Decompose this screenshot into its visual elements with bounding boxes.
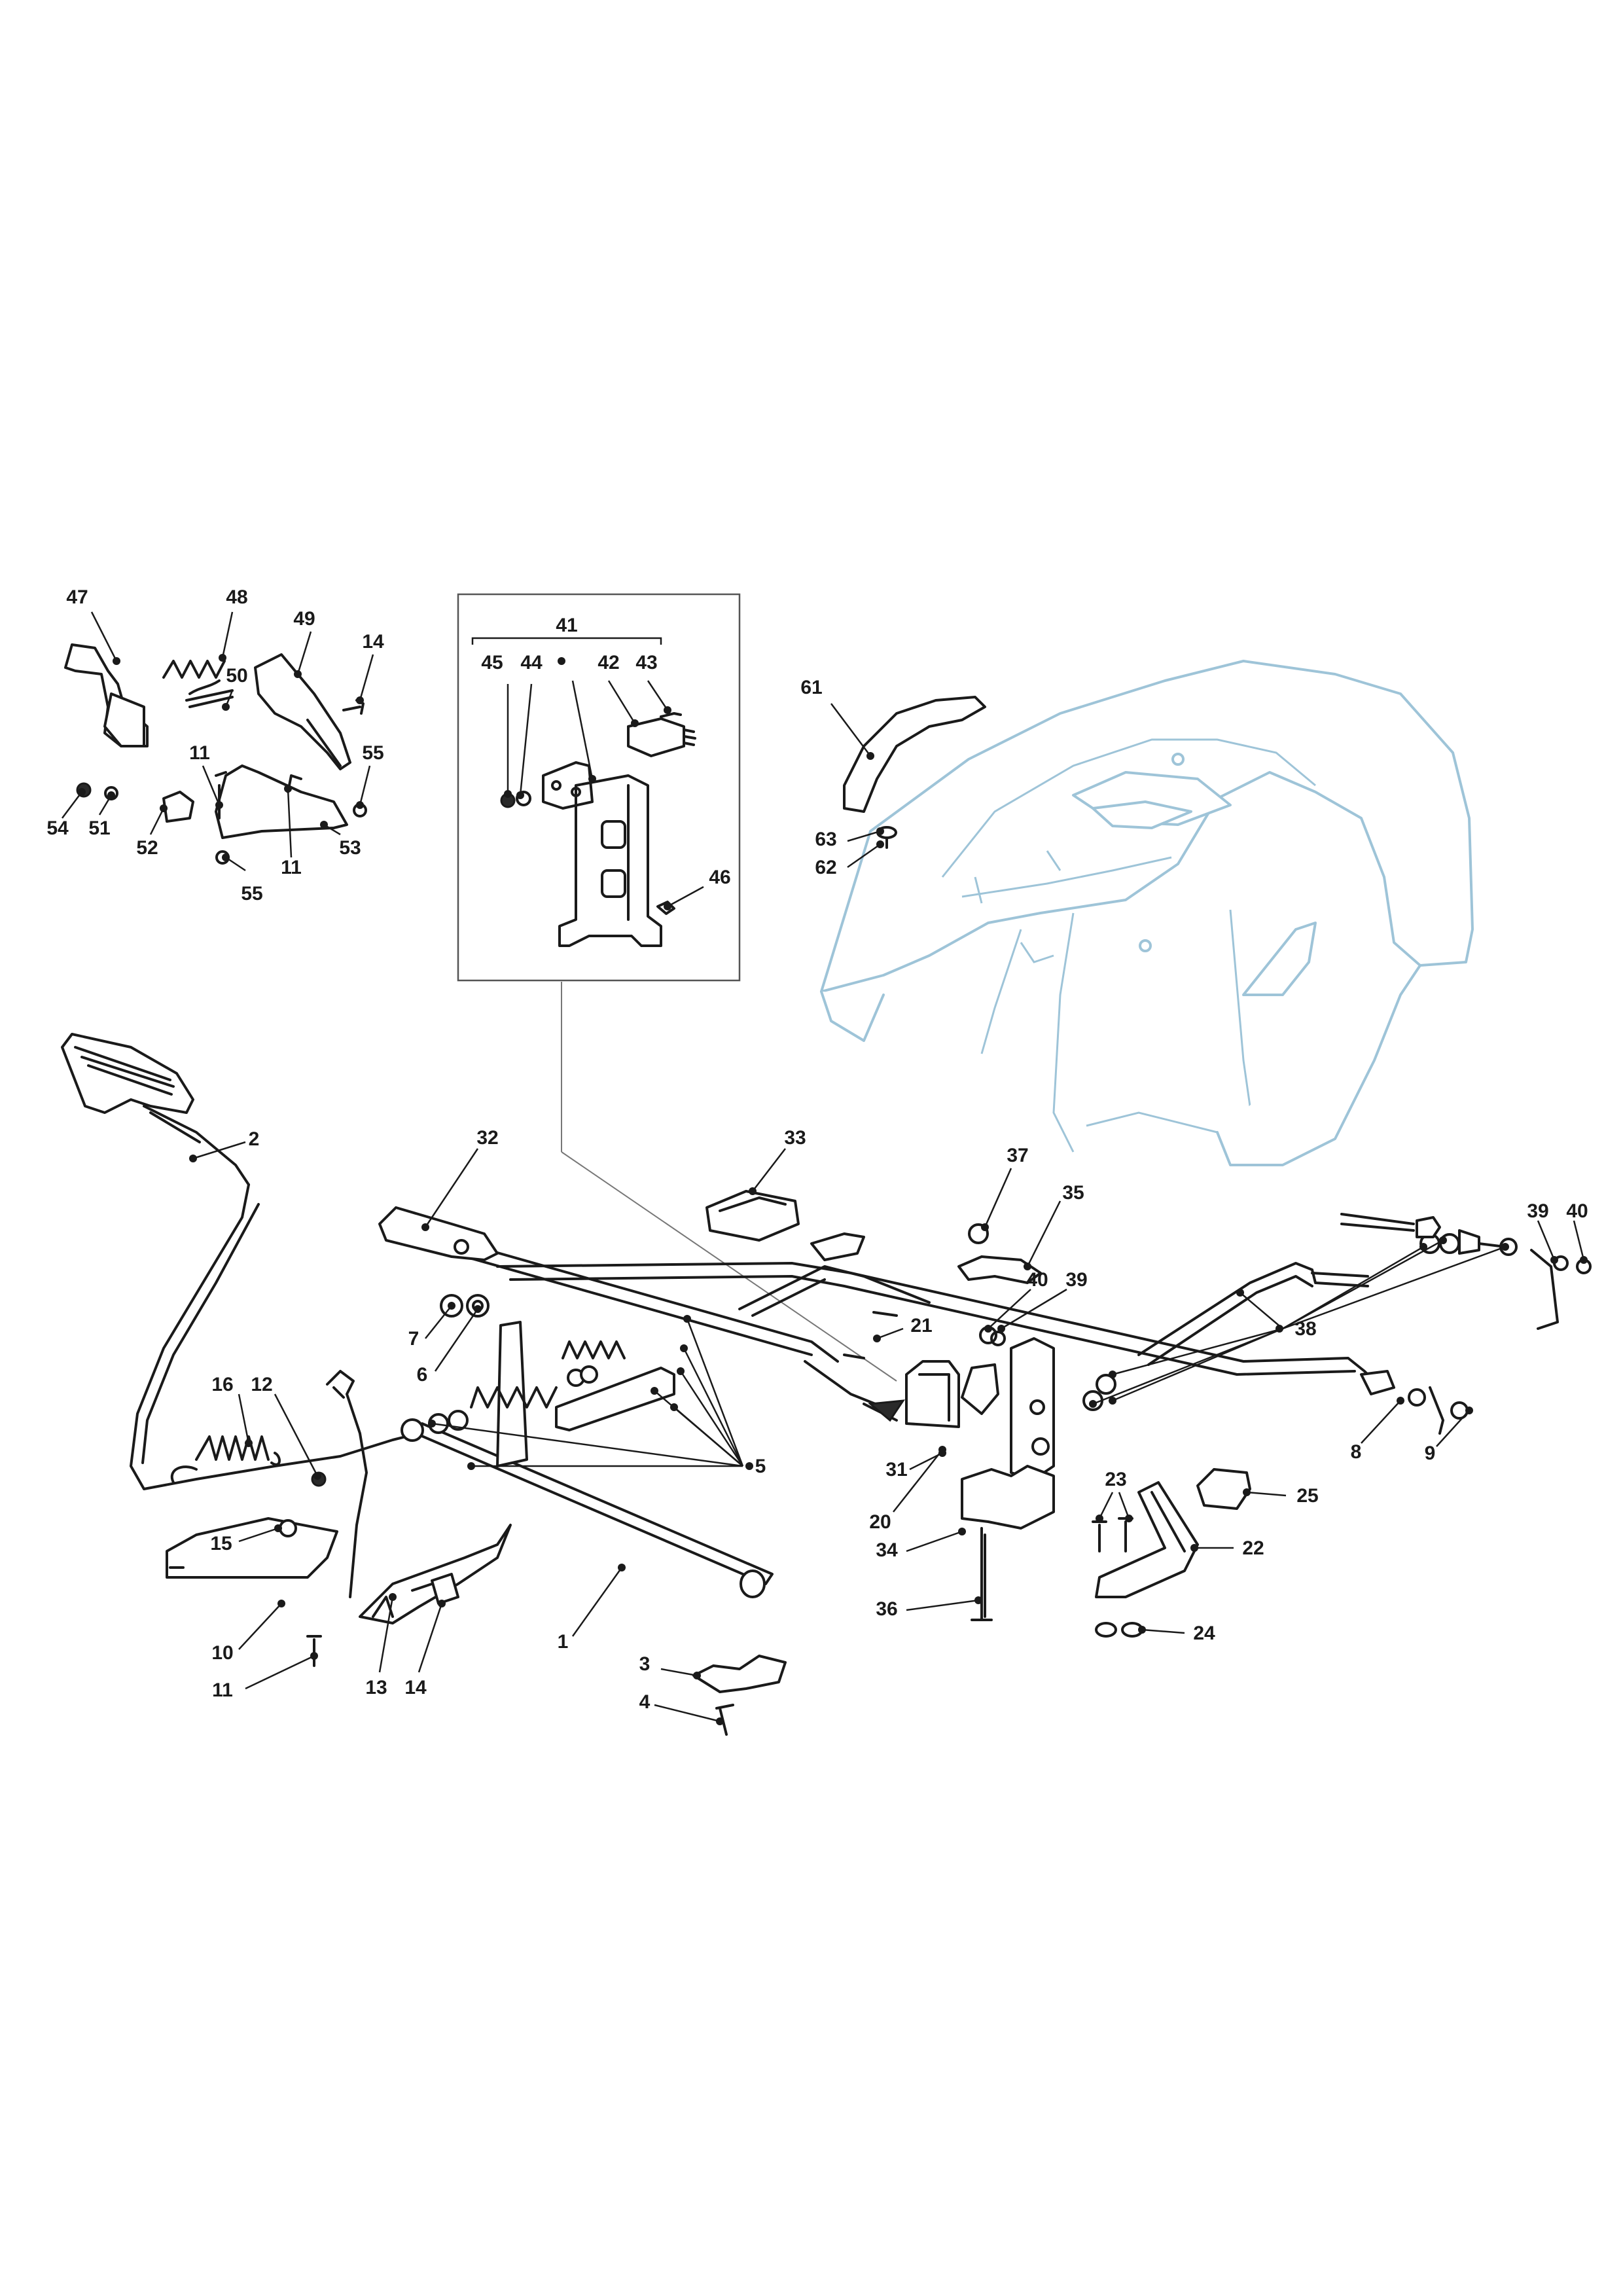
callout-36: 36 [876, 1598, 897, 1620]
callout-39-middle: 39 [1065, 1269, 1087, 1291]
callout-9: 9 [1425, 1443, 1436, 1464]
callout-21: 21 [910, 1315, 932, 1336]
callout-41: 41 [556, 615, 577, 636]
callout-53: 53 [339, 837, 361, 859]
callout-43: 43 [635, 652, 657, 673]
callout-20: 20 [869, 1511, 891, 1533]
callout-49: 49 [293, 608, 315, 630]
callout-52: 52 [136, 837, 158, 859]
callout-32: 32 [476, 1127, 498, 1149]
callout-44: 44 [520, 652, 543, 673]
callout-47: 47 [66, 586, 88, 608]
callout-31: 31 [885, 1459, 907, 1480]
callout-11-upper: 11 [189, 742, 210, 764]
cable-lever-2 [61, 1033, 420, 1490]
callout-40-right: 40 [1566, 1200, 1588, 1222]
callout-35: 35 [1062, 1182, 1084, 1204]
inset-frame-group-41 [457, 593, 897, 1382]
callout-2: 2 [249, 1128, 260, 1150]
main-frame [166, 1229, 1382, 1624]
callout-25: 25 [1296, 1485, 1318, 1507]
callout-55-right: 55 [362, 742, 383, 764]
callout-54: 54 [46, 817, 69, 839]
callout-24: 24 [1193, 1623, 1215, 1644]
callout-11-bottom: 11 [212, 1679, 233, 1701]
callout-6: 6 [417, 1364, 428, 1386]
callout-13: 13 [365, 1677, 387, 1698]
callout-8: 8 [1351, 1441, 1362, 1463]
callout-14-top: 14 [362, 631, 384, 653]
callout-22: 22 [1242, 1537, 1264, 1559]
callout-16: 16 [211, 1374, 233, 1395]
callout-39-right: 39 [1527, 1200, 1548, 1222]
callout-46: 46 [709, 867, 730, 888]
callout-50: 50 [226, 665, 247, 687]
callout-42: 42 [597, 652, 619, 673]
callout-38: 38 [1294, 1318, 1316, 1340]
callout-1: 1 [558, 1631, 569, 1653]
callout-7: 7 [408, 1328, 419, 1350]
callout-12: 12 [251, 1374, 272, 1395]
callout-62: 62 [815, 857, 836, 878]
callout-63: 63 [815, 829, 836, 850]
callout-61: 61 [800, 677, 822, 698]
callout-45: 45 [481, 652, 503, 673]
rear-body-ghost [820, 660, 1474, 1166]
callout-15: 15 [210, 1533, 232, 1554]
fasteners [279, 696, 1592, 1736]
callout-51: 51 [88, 817, 110, 839]
callout-10: 10 [211, 1642, 233, 1664]
callout-3: 3 [639, 1653, 651, 1675]
callout-11-lower: 11 [281, 857, 302, 878]
callout-5: 5 [755, 1456, 766, 1477]
leaders [62, 611, 1588, 1725]
callout-33: 33 [784, 1127, 806, 1149]
callout-55-bottom: 55 [241, 883, 262, 905]
callout-4: 4 [639, 1691, 651, 1713]
callout-48: 48 [226, 586, 247, 608]
callout-23: 23 [1105, 1469, 1126, 1490]
detail-top-left [64, 643, 367, 865]
springs [162, 660, 626, 1484]
callout-37: 37 [1007, 1145, 1028, 1166]
callout-34: 34 [876, 1539, 898, 1561]
callout-14-bottom: 14 [404, 1677, 427, 1698]
callout-labels: 1 2 3 4 5 6 7 8 9 10 11 11 11 12 13 14 1… [46, 586, 1588, 1713]
callout-40-middle: 40 [1026, 1269, 1048, 1291]
